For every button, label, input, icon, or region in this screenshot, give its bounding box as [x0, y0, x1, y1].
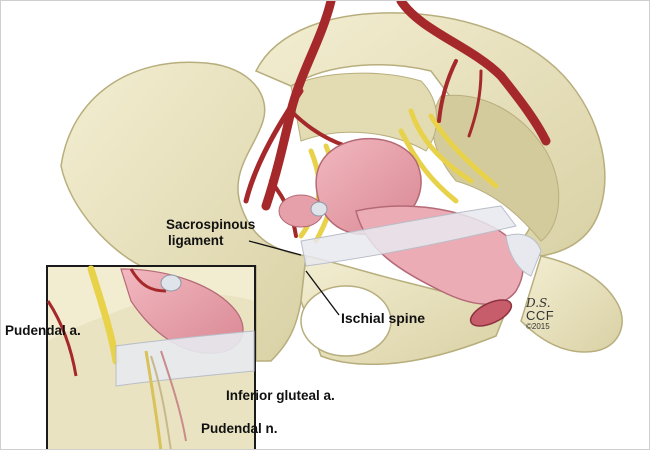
signature-org: CCF [526, 308, 555, 323]
label-pudendal-artery: Pudendal a. [5, 323, 81, 338]
label-inferior-gluteal-artery: Inferior gluteal a. [226, 388, 335, 403]
sacrospinous-ligament [300, 205, 542, 277]
signature-year: ©2015 [526, 322, 550, 331]
artist-signature: D.S. CCF ©2015 [526, 297, 554, 331]
label-sacrospinous-line1: Sacrospinous [166, 217, 256, 232]
obturator-foramen [300, 285, 392, 357]
label-sacrospinous-line2: ligament [168, 233, 224, 248]
label-ischial-spine: Ischial spine [341, 310, 426, 326]
label-sacrospinous-ligament: Sacrospinous ligament [166, 217, 255, 249]
label-pudendal-nerve: Pudendal n. [201, 421, 278, 436]
inset-magnified-view [46, 265, 256, 449]
pelvic-bone [60, 12, 623, 366]
signature-initials: D.S. [526, 296, 551, 310]
